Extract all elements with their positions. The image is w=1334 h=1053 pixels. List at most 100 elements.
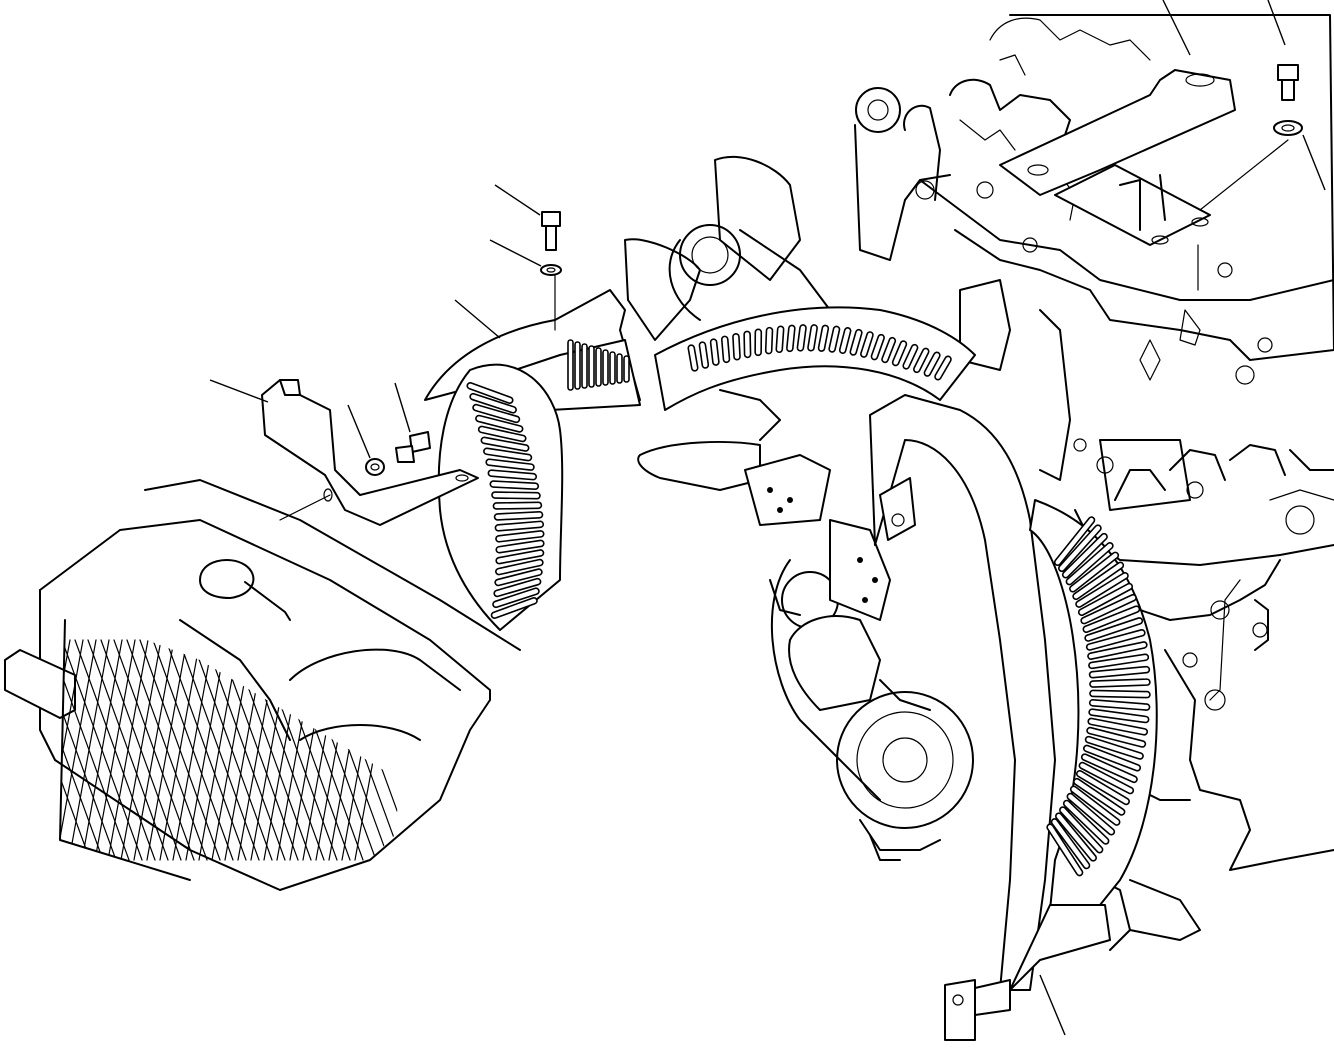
callout-leader-bracket-left [209,379,269,403]
guard-slot [1077,582,1134,617]
guard-slot [1088,665,1151,679]
guard-slot [934,355,952,381]
mounting-bracket-top [999,69,1236,246]
guard-slot [754,328,763,357]
grille-mesh-line [100,639,182,861]
grille-mesh-line [191,639,273,861]
guard-slot [480,436,530,452]
guard-slot [860,331,874,358]
guard-slot [1046,823,1084,877]
callout-leader-bracket-top [1162,0,1191,56]
guard-slot [1084,735,1144,760]
guard-slot [1061,532,1108,579]
guard-slot [475,414,524,433]
guard-slot [1050,818,1091,870]
grille-mesh-line [178,639,260,861]
guard-slot [495,530,545,543]
guard-slot [1088,708,1150,724]
grille-mesh-line [295,639,377,861]
guard-slot [698,341,710,369]
guard-slot [902,343,919,370]
guard-slot [1089,678,1151,688]
assembly-line-right [1199,139,1289,211]
guard-slot [1082,744,1142,772]
guard-slot [1066,792,1116,836]
guard-slot [849,328,863,356]
guard-slot [828,325,841,353]
guard-slot [487,469,538,481]
grille-mesh-line [165,639,247,861]
grille-mesh-line [139,639,221,861]
guard-slot [796,324,807,352]
grille-mesh-line [308,639,390,861]
grille-mesh-line [204,639,286,861]
guard-slot [595,347,602,387]
guard-slot [574,341,581,390]
guard-slot [817,324,830,352]
guard-slot [492,501,543,510]
guard-slot [720,335,731,364]
fan-guard-right [654,306,1158,1041]
grille-mesh-line [60,639,117,861]
guard-slot [609,351,616,385]
guard-slot [1058,524,1102,573]
grille-mesh-line [152,639,234,861]
guard-slot [732,332,741,361]
grille-mesh-line [282,639,364,861]
guard-slot [775,325,785,354]
guard-slot [1086,726,1147,748]
guard-slot [483,447,533,462]
guard-slot [493,577,542,598]
guard-slot [567,339,574,391]
grille-mesh-line [269,639,351,861]
guard-slot [1053,516,1096,567]
callout-leader-bolt-left [394,382,411,433]
callout-leaders [209,0,1326,1036]
grille-mesh-line [87,639,169,861]
guard-slot [1089,689,1151,699]
guard-slot [1072,561,1125,601]
guard-slot [881,336,897,364]
guard-slot [495,539,545,554]
grille-mesh-line [217,639,299,861]
grille-mesh-line [61,639,143,861]
guard-slot [838,327,852,355]
guard-slot [1073,777,1126,816]
grille-mesh-line [334,639,400,861]
guard-slot [923,351,941,377]
guard-slot [709,338,720,366]
guard-slot [1087,641,1148,660]
guard-slot [912,347,930,374]
guard-slot [1059,806,1104,854]
guard-slot [1055,812,1098,862]
guard-slot [492,587,540,609]
callout-leader-bolt-right [1267,0,1286,46]
guard-slot [485,458,535,471]
guard-slot [472,403,521,424]
guard-slot [494,568,543,587]
guard-slot [1069,785,1121,826]
guard-slot [1075,769,1130,806]
callout-leader-guard-left [454,299,501,339]
guard-slot [588,345,595,388]
cooling-fan [624,155,974,861]
guard-slot [891,340,908,367]
callout-leader-washer-center [489,239,542,267]
guard-slot [1084,617,1144,642]
guard-slot [1075,572,1129,608]
grille-mesh-line [60,639,91,861]
grille-mesh-line [321,639,400,861]
guard-slot [1088,653,1150,670]
guard-slot [602,349,609,386]
bolt [395,64,1299,463]
guard-slot [495,549,545,565]
grille-mesh-line [113,639,195,861]
guard-slot [1080,753,1138,784]
guard-slot [477,425,527,443]
guard-slot [466,382,514,404]
guard-slot [491,491,541,500]
guard-slot [495,558,544,576]
guard-slot [1088,699,1151,711]
